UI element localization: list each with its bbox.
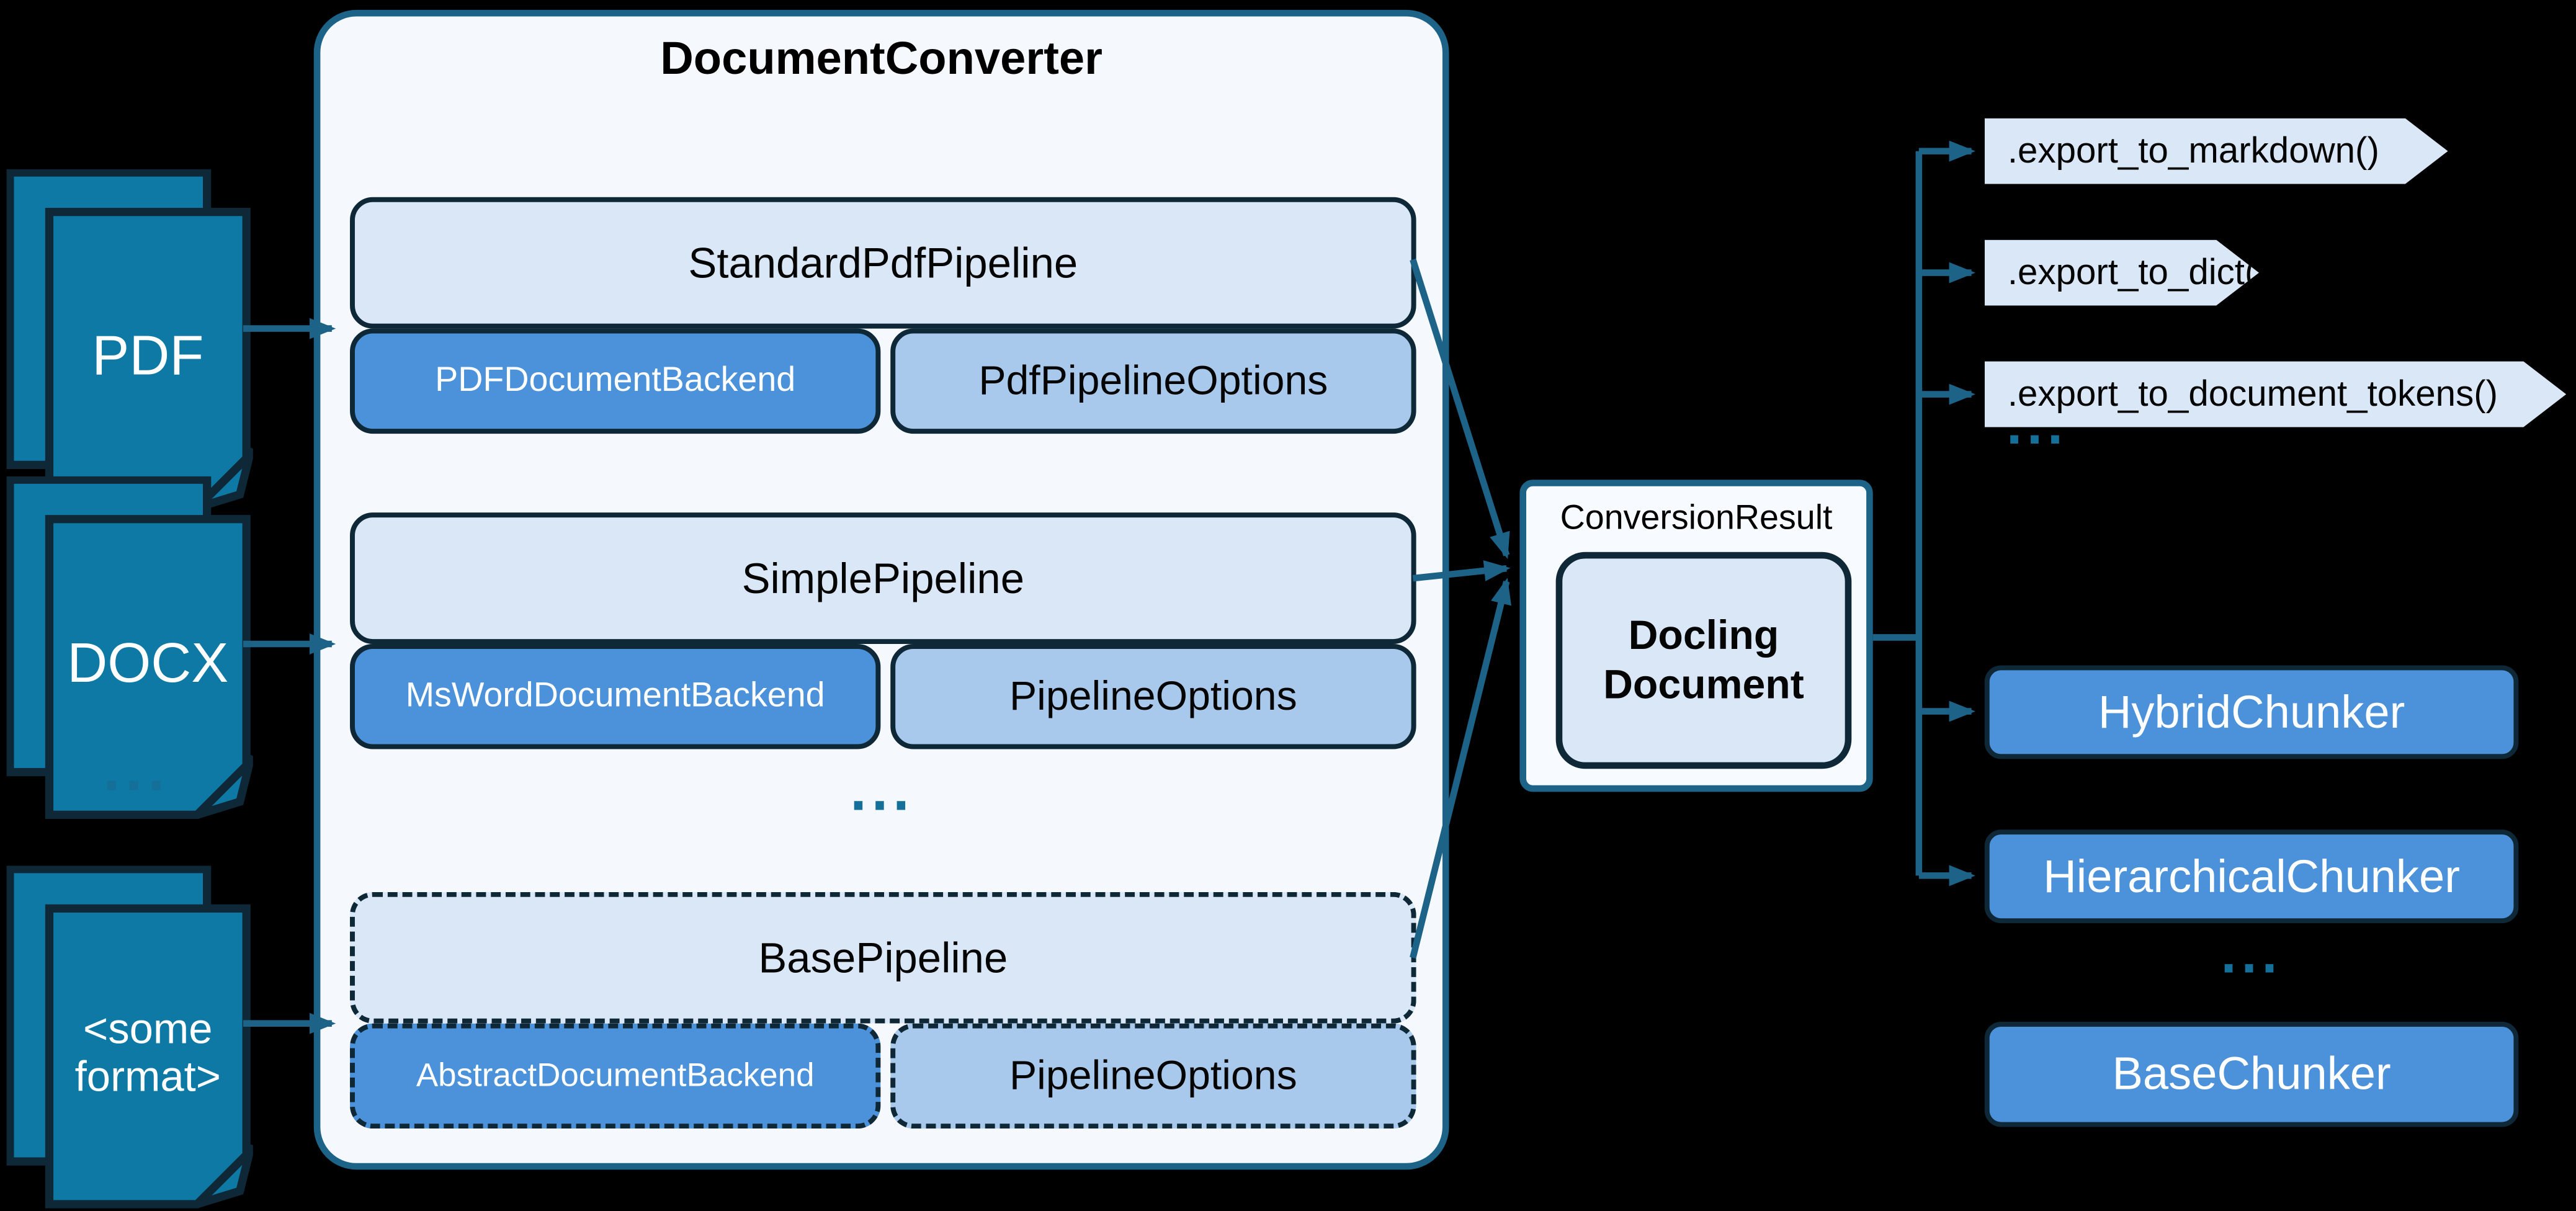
input-some-format-line2: format> — [74, 1051, 221, 1101]
exports-ellipsis: ... — [2006, 394, 2068, 457]
input-some-format-line1: <some — [83, 1003, 213, 1053]
backend-box-msword: MsWordDocumentBackend — [350, 644, 881, 749]
input-docx: DOCX — [6, 476, 253, 821]
export-tag-dict: .export_to_dict() — [1985, 240, 2259, 306]
options-box-simple: PipelineOptions — [890, 644, 1416, 749]
input-some-format-label: <some format> — [49, 908, 246, 1197]
options-box-pdf: PdfPipelineOptions — [890, 328, 1416, 434]
pipeline-box-simple: SimplePipeline — [350, 512, 1416, 645]
chunker-base: BaseChunker — [1984, 1022, 2519, 1127]
chunker-hierarchical: HierarchicalChunker — [1984, 829, 2519, 924]
docling-document-line2: Document — [1603, 662, 1804, 708]
pipeline-box-standard-pdf: StandardPdfPipeline — [350, 197, 1416, 329]
docling-document-box: Docling Document — [1555, 552, 1852, 769]
chunkers-ellipsis: ... — [2220, 923, 2283, 986]
export-tag-markdown: .export_to_markdown() — [1985, 118, 2448, 184]
chunker-hybrid: HybridChunker — [1984, 665, 2519, 759]
document-stack-icon — [6, 476, 253, 820]
inputs-ellipsis: ... — [102, 736, 170, 805]
backend-box-abstract: AbstractDocumentBackend — [350, 1023, 881, 1129]
document-stack-icon — [6, 865, 253, 1209]
document-stack-icon — [6, 169, 253, 512]
conversion-result-label: ConversionResult — [1560, 499, 1833, 537]
docling-document-line1: Docling — [1628, 612, 1779, 659]
input-pdf: PDF — [6, 169, 253, 514]
options-box-base: PipelineOptions — [890, 1023, 1416, 1129]
docling-architecture-diagram: PDF DOCX ... <some format> DocumentConve… — [6, 9, 2576, 1209]
pipeline-box-base: BasePipeline — [350, 891, 1416, 1024]
document-converter-title: DocumentConverter — [660, 32, 1103, 84]
input-some-format: <some format> — [6, 865, 253, 1210]
backend-box-pdf: PDFDocumentBackend — [350, 328, 881, 434]
input-docx-label: DOCX — [67, 632, 229, 695]
input-pdf-label: PDF — [92, 325, 204, 388]
conversion-result-box: ConversionResult Docling Document — [1519, 480, 1873, 792]
export-tag-document-tokens: .export_to_document_tokens() — [1985, 362, 2566, 427]
converter-ellipsis: ... — [850, 756, 915, 823]
